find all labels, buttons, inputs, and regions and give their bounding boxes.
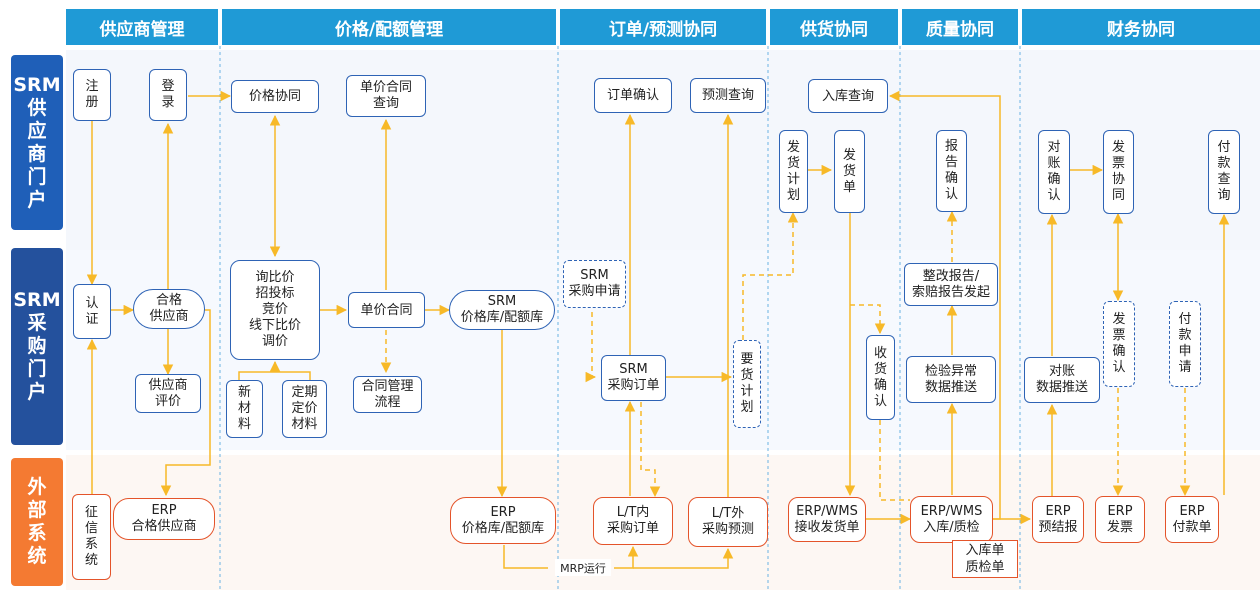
periodic-pricing-material-node[interactable]: 定期定价材料 [282,380,327,438]
header-quality-collab: 质量协同 [902,9,1018,45]
lane-external-system: 外部系统 [11,458,63,586]
shipping-note-node[interactable]: 发货单 [834,130,865,213]
contract-management-flow-node[interactable]: 合同管理流程 [353,376,422,413]
new-material-node[interactable]: 新材料 [226,380,263,438]
unit-price-contract-query-node[interactable]: 单价合同查询 [346,75,426,117]
inspection-exception-push-node[interactable]: 检验异常数据推送 [906,356,996,403]
header-delivery-collab: 供货协同 [770,9,898,45]
report-confirmation-node[interactable]: 报告确认 [936,130,967,212]
header-order-forecast-collab: 订单/预测协同 [560,9,766,45]
lt-within-purchase-order-node[interactable]: L/T内采购订单 [593,497,673,545]
lt-beyond-purchase-forecast-node[interactable]: L/T外采购预测 [688,497,768,547]
payment-request-node[interactable]: 付款申请 [1169,301,1201,387]
rectification-claim-report-node[interactable]: 整改报告/索赔报告发起 [904,263,998,306]
reconciliation-confirmation-node[interactable]: 对账确认 [1038,130,1070,214]
invoice-confirmation-node[interactable]: 发票确认 [1103,301,1135,387]
header-price-quota-management: 价格/配额管理 [222,9,556,45]
delivery-schedule-node[interactable]: 要货计划 [733,340,761,428]
certification-node[interactable]: 认证 [73,284,111,339]
payment-query-node[interactable]: 付款查询 [1208,130,1240,214]
column-dividers [219,46,1021,590]
qualified-supplier-node[interactable]: 合格供应商 [133,289,205,329]
invoice-collaboration-node[interactable]: 发票协同 [1103,130,1134,214]
receipt-confirmation-node[interactable]: 收货确认 [866,335,895,420]
dashed-arrows [380,210,1191,501]
forecast-query-node[interactable]: 预测查询 [690,78,766,113]
inbound-query-node[interactable]: 入库查询 [808,79,888,113]
header-finance-collab: 财务协同 [1022,9,1260,45]
mrp-run-label: MRP运行 [555,559,611,576]
header-supplier-management: 供应商管理 [66,9,218,45]
register-node[interactable]: 注册 [73,69,111,121]
reconciliation-data-push-node[interactable]: 对账数据推送 [1024,357,1100,403]
inquiry-bidding-node[interactable]: 询比价招投标竞价线下比价调价 [230,260,320,360]
login-node[interactable]: 登录 [149,69,187,121]
shipping-plan-node[interactable]: 发货计划 [779,130,808,213]
unit-price-contract-node[interactable]: 单价合同 [348,292,425,328]
price-collaboration-node[interactable]: 价格协同 [231,80,319,113]
solid-arrows [86,90,1230,569]
supplier-evaluation-node[interactable]: 供应商评价 [135,374,201,413]
inbound-inspection-document-node[interactable]: 入库单质检单 [952,540,1018,578]
credit-system-node[interactable]: 征信系统 [72,494,111,580]
order-confirmation-node[interactable]: 订单确认 [594,78,672,113]
